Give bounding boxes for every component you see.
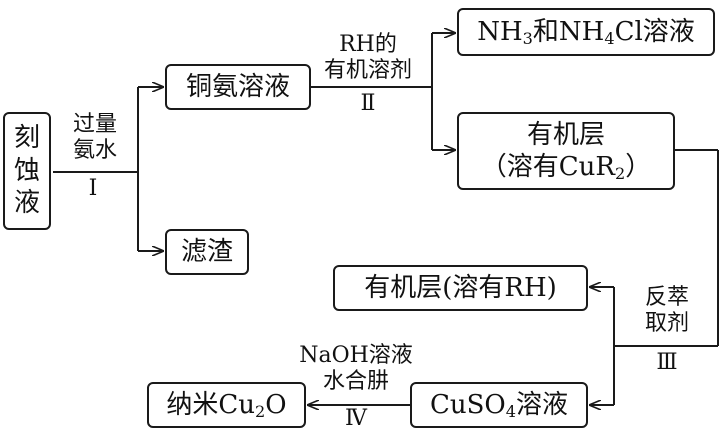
step1-number: Ⅰ [88, 176, 98, 201]
filter-residue-label: 滤渣 [180, 236, 233, 267]
step3-reagent: 反萃 取剂 [632, 285, 702, 338]
organic-cur2-line1: 有机层 [526, 119, 605, 150]
step4-line2: 水合肼 [322, 369, 389, 395]
node-cuso4-solution: CuSO4溶液 [410, 382, 588, 428]
node-filter-residue: 滤渣 [165, 229, 249, 275]
step1-reagent: 过量 氨水 [60, 112, 130, 165]
etching-char-1: 刻 [13, 123, 40, 154]
step3-line1: 反萃 [644, 285, 689, 310]
step2-line2: 有机溶剂 [323, 58, 412, 84]
step4-reagent: NaOH溶液 水合肼 [292, 343, 420, 396]
step2-reagent: RH的 有机溶剂 [312, 32, 424, 85]
nano-cu2o-label: 纳米Cu2O [166, 389, 287, 421]
etching-char-2: 蚀 [13, 155, 40, 186]
organic-cur2-line2: （溶有CuR2） [480, 152, 652, 184]
step2-number: Ⅱ [360, 91, 376, 116]
step2-line1: RH的 [339, 32, 397, 57]
node-nano-cu2o: 纳米Cu2O [147, 382, 306, 428]
organic-rh-label: 有机层(溶有RH) [364, 272, 557, 303]
nh3-solution-label: NH3和NH4Cl溶液 [477, 16, 695, 48]
copper-ammonia-label: 铜氨溶液 [185, 71, 290, 102]
node-etching-liquid: 刻 蚀 液 [3, 112, 51, 230]
cuso4-label: CuSO4溶液 [429, 389, 569, 421]
step3-line2: 取剂 [644, 311, 689, 337]
node-nh3-solution: NH3和NH4Cl溶液 [457, 8, 715, 56]
node-organic-layer-cur2: 有机层 （溶有CuR2） [457, 112, 675, 190]
step1-line2: 氨水 [72, 138, 117, 164]
etching-char-3: 液 [13, 188, 40, 219]
step3-number: Ⅲ [656, 350, 678, 375]
step4-line1: NaOH溶液 [299, 343, 413, 368]
node-copper-ammonia: 铜氨溶液 [165, 64, 311, 110]
step1-line1: 过量 [72, 112, 117, 137]
node-organic-layer-rh: 有机层(溶有RH) [333, 265, 588, 311]
step4-number: Ⅳ [345, 406, 367, 431]
